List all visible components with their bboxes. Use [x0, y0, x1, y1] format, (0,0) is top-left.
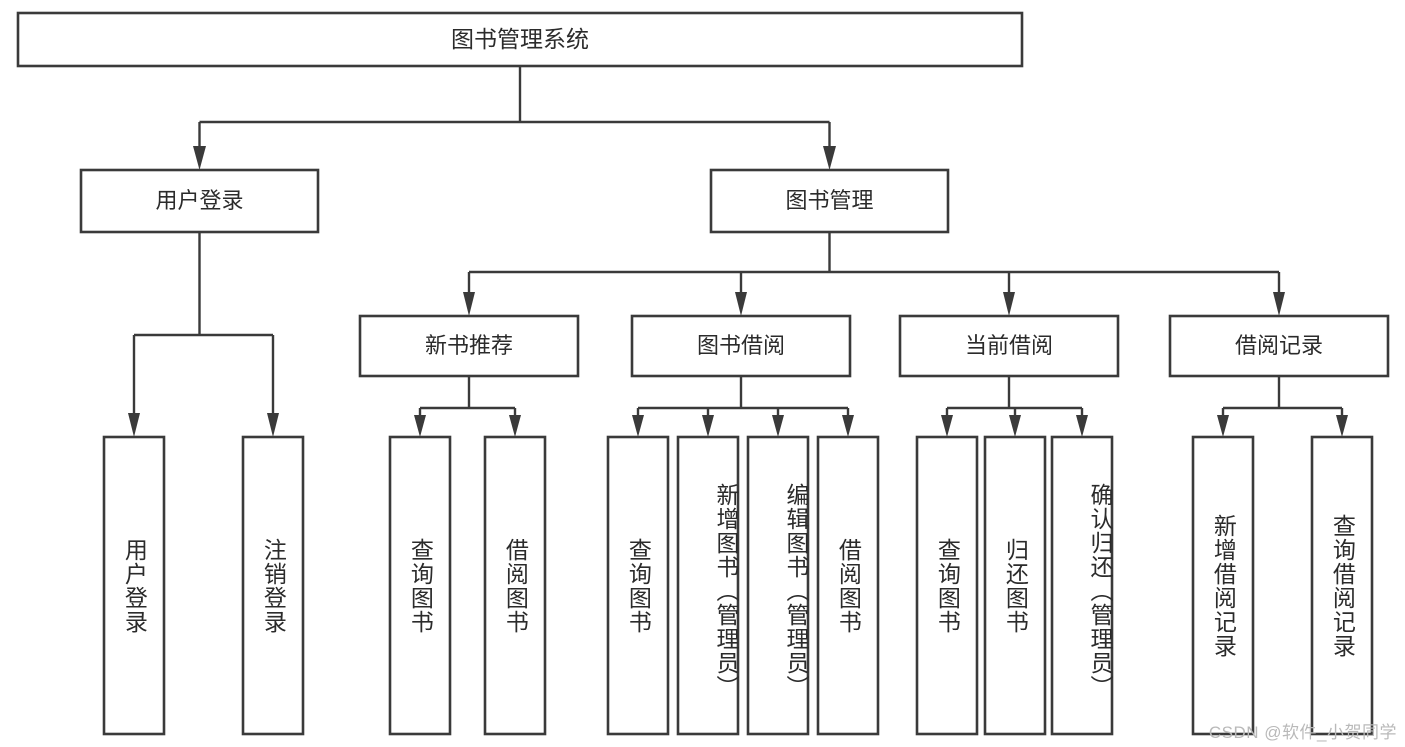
arrowhead-leaf-confirm-return: [1076, 415, 1088, 437]
watermark-text: CSDN @软件_小贺同学: [1208, 723, 1397, 742]
arrowhead-leaf-query-book-1: [414, 415, 426, 437]
arrowhead-new-book-rec: [463, 292, 475, 316]
node-current-borrow-label: 当前借阅: [965, 333, 1053, 358]
node-leaf-query-record-box[interactable]: [1310, 435, 1374, 736]
arrowhead-leaf-borrow-book-1: [509, 415, 521, 437]
node-book-manage-box[interactable]: [709, 168, 950, 234]
node-root-label: 图书管理系统: [451, 26, 589, 52]
arrowhead-user-login: [193, 146, 206, 170]
node-borrow-record[interactable]: 借阅记录: [1168, 314, 1390, 378]
arrowhead-leaf-logout: [267, 413, 279, 437]
arrowhead-leaf-return-book: [1009, 415, 1021, 437]
node-root[interactable]: 图书管理系统: [16, 11, 1024, 68]
arrowhead-book-manage: [823, 146, 836, 170]
node-book-borrow-box[interactable]: [630, 314, 852, 378]
node-leaf-user-login-box[interactable]: [102, 435, 166, 736]
node-book-manage[interactable]: 图书管理: [709, 168, 950, 234]
arrowhead-leaf-query-record: [1336, 415, 1348, 437]
node-leaf-return-book-box[interactable]: [983, 435, 1047, 736]
node-leaf-query-book-1-box[interactable]: [388, 435, 452, 736]
node-new-book-rec-box[interactable]: [358, 314, 580, 378]
arrowhead-leaf-query-book-2: [632, 415, 644, 437]
node-current-borrow-box[interactable]: [898, 314, 1120, 378]
node-borrow-record-label: 借阅记录: [1235, 333, 1323, 358]
arrowhead-borrow-record: [1273, 292, 1285, 316]
node-leaf-edit-book-box[interactable]: [746, 435, 810, 736]
node-user-login-label: 用户登录: [155, 188, 243, 213]
arrowhead-leaf-add-book: [702, 415, 714, 437]
arrowhead-leaf-edit-book: [772, 415, 784, 437]
node-root-box[interactable]: [16, 11, 1024, 68]
arrowhead-group: [128, 146, 1348, 437]
node-leaf-add-book-box[interactable]: [676, 435, 740, 736]
arrowhead-leaf-add-record: [1217, 415, 1229, 437]
arrowhead-current-borrow: [1003, 292, 1015, 316]
node-borrow-record-box[interactable]: [1168, 314, 1390, 378]
node-book-manage-label: 图书管理: [785, 188, 873, 213]
node-book-borrow-label: 图书借阅: [697, 333, 785, 358]
arrowhead-leaf-borrow-book-2: [842, 415, 854, 437]
node-user-login[interactable]: 用户登录: [79, 168, 320, 234]
arrowhead-leaf-user-login: [128, 413, 140, 437]
arrowhead-leaf-query-book-3: [941, 415, 953, 437]
node-leaf-add-record-box[interactable]: [1191, 435, 1255, 736]
node-new-book-rec[interactable]: 新书推荐: [358, 314, 580, 378]
node-leaf-confirm-return-box[interactable]: [1050, 435, 1114, 736]
arrowhead-book-borrow: [735, 292, 747, 316]
leaf-box-group: [102, 435, 1374, 736]
node-leaf-borrow-book-2-box[interactable]: [816, 435, 880, 736]
node-book-borrow[interactable]: 图书借阅: [630, 314, 852, 378]
node-new-book-rec-label: 新书推荐: [425, 333, 513, 358]
node-user-login-box[interactable]: [79, 168, 320, 234]
node-current-borrow[interactable]: 当前借阅: [898, 314, 1120, 378]
node-leaf-logout-box[interactable]: [241, 435, 305, 736]
node-leaf-borrow-book-1-box[interactable]: [483, 435, 547, 736]
node-leaf-query-book-2-box[interactable]: [606, 435, 670, 736]
node-leaf-query-book-3-box[interactable]: [915, 435, 979, 736]
